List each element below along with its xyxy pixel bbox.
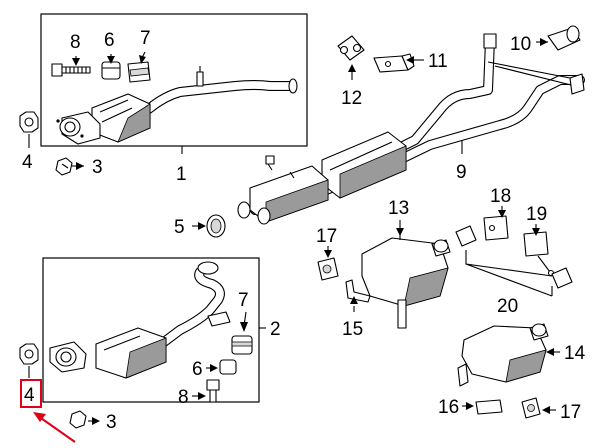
callout-6-top: 6 (104, 30, 115, 51)
highlight-box (20, 379, 42, 408)
arrow-6-top (107, 56, 115, 64)
callout-13: 13 (388, 198, 409, 219)
callout-6-low: 6 (192, 359, 203, 380)
arrow-7-top (139, 55, 146, 64)
clamp-5-drawing (192, 214, 226, 238)
callout-8-top: 8 (70, 32, 81, 53)
callout-12: 12 (341, 88, 362, 109)
arrow-7-low (240, 322, 248, 332)
callout-19: 19 (526, 204, 547, 225)
callout-15: 15 (342, 319, 363, 340)
callout-11: 11 (428, 51, 448, 72)
bracket-16-drawing (462, 399, 503, 415)
gasket-7-low-drawing (231, 335, 253, 355)
callout-7-top: 7 (140, 28, 151, 49)
hangers-20-drawing (455, 225, 573, 297)
callout-3-top: 3 (92, 157, 103, 178)
clamp-6-low-drawing (206, 359, 237, 375)
callout-4-low: 4 (24, 385, 35, 406)
callout-9: 9 (456, 162, 467, 183)
stud-3-top-drawing (55, 157, 84, 176)
exhaust-tip-10-drawing (536, 25, 581, 51)
callout-10: 10 (510, 34, 531, 55)
arrow-8-top (72, 58, 80, 66)
front-pipe-1-drawing (56, 66, 298, 145)
bracket-15-drawing (345, 279, 371, 312)
nut-4-top-drawing (19, 111, 39, 133)
callout-3-low: 3 (106, 412, 117, 433)
callout-4-top: 4 (22, 152, 33, 173)
callout-20: 20 (497, 296, 518, 317)
highlight-arrowhead (33, 412, 46, 422)
callout-17-low: 17 (560, 402, 581, 423)
clamp-6-top-drawing (101, 61, 121, 80)
arrow-19 (532, 228, 540, 236)
bracket-11-drawing (373, 53, 424, 73)
bolt-8-low-drawing (192, 379, 220, 403)
highlight-arrow (37, 415, 76, 443)
muffler-13-drawing (361, 232, 451, 329)
arrow-13 (396, 228, 404, 236)
hanger-12-drawing (337, 35, 365, 80)
callout-14: 14 (564, 343, 586, 364)
callout-7-low: 7 (238, 290, 249, 311)
callout-8-low: 8 (178, 387, 189, 408)
arrow-15 (350, 296, 358, 304)
bolt-8-top-drawing (51, 63, 91, 77)
callout-2: 2 (270, 319, 281, 340)
mid-pipe-9-drawing (237, 33, 585, 225)
callout-1: 1 (176, 164, 187, 185)
arrow-18 (498, 210, 506, 218)
callout-17-top: 17 (316, 226, 337, 247)
nut-4-low-drawing (19, 343, 39, 378)
stud-3-low-drawing (69, 410, 100, 429)
callout-5: 5 (174, 217, 185, 238)
gasket-7-top-drawing (127, 61, 151, 83)
group-box-2 (42, 257, 260, 403)
bracket-19-drawing (523, 224, 555, 277)
bracket-18-drawing (483, 206, 509, 241)
hanger-17-top-drawing (317, 246, 339, 281)
front-pipe-2-drawing (49, 261, 231, 379)
hanger-17-low-drawing (521, 397, 556, 419)
callout-16: 16 (438, 397, 459, 418)
group-box-1 (40, 13, 308, 147)
muffler-14-drawing (457, 323, 560, 387)
callout-18: 18 (490, 186, 511, 207)
